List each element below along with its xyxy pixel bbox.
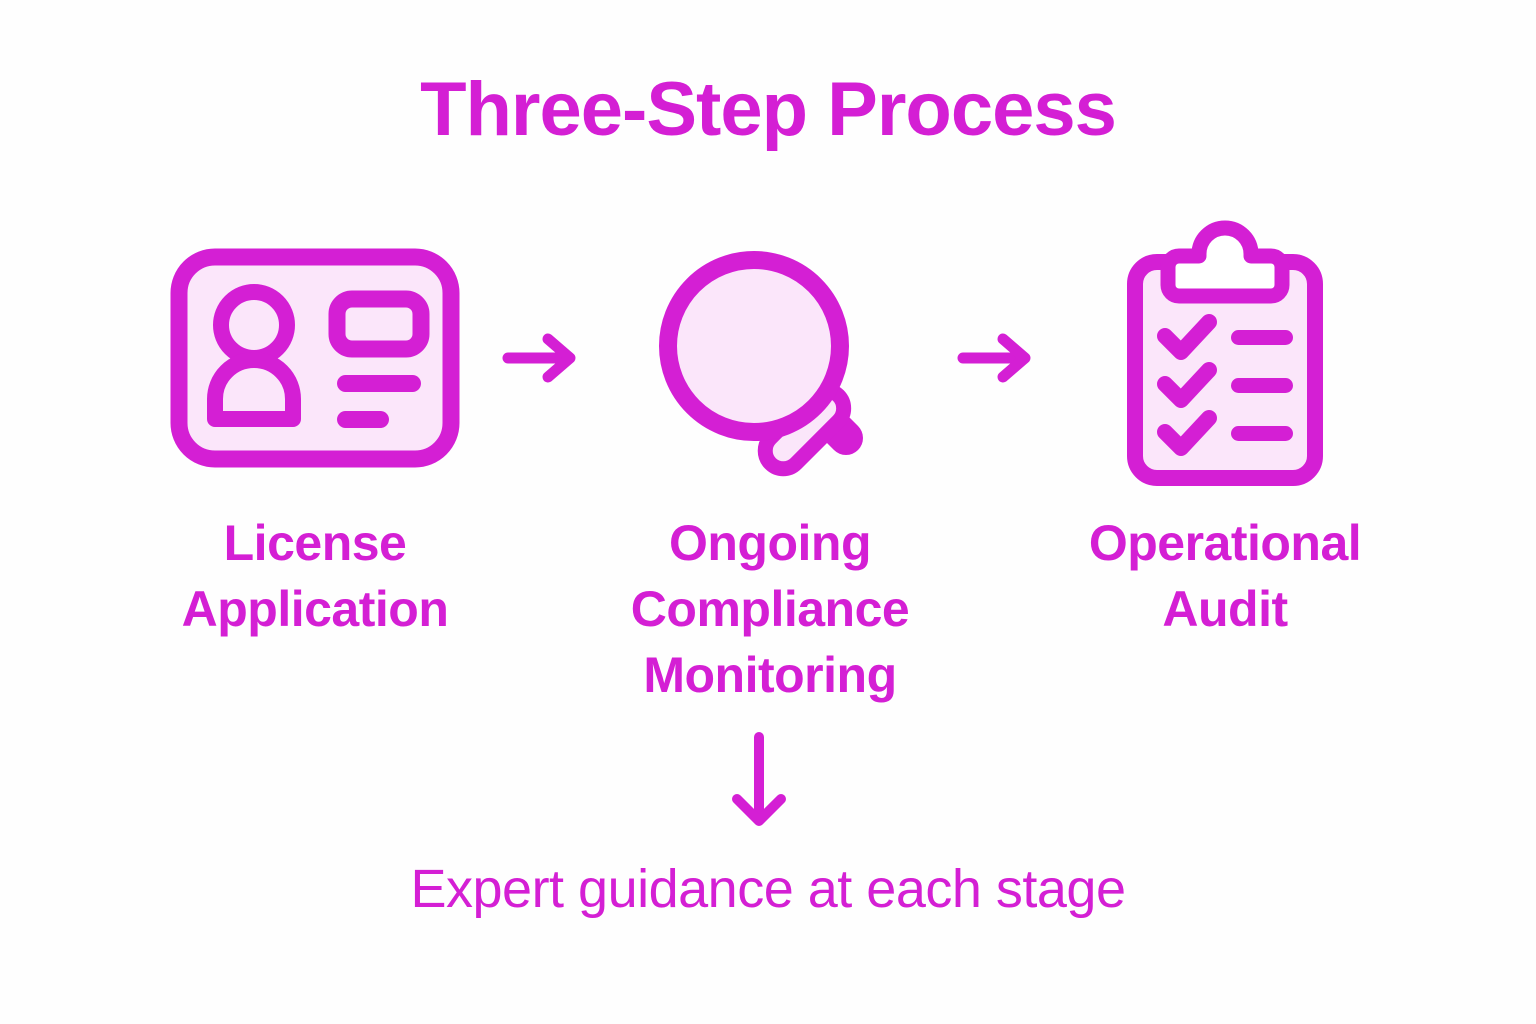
connector-3	[704, 726, 814, 836]
step-ongoing-compliance-monitoring: Ongoing Compliance Monitoring	[605, 228, 935, 708]
step-operational-audit: Operational Audit	[1060, 220, 1390, 642]
step-license-application: License Application	[150, 228, 480, 642]
step-label-license-application: License Application	[181, 515, 449, 637]
process-steps: License Application	[150, 220, 1390, 708]
arrow-right-icon	[957, 333, 1030, 383]
step-label-operational-audit: Operational Audit	[1088, 515, 1362, 637]
arrow-down-icon	[732, 731, 786, 826]
magnifying-glass-icon	[659, 251, 863, 477]
footer-caption: Expert guidance at each stage	[410, 859, 1126, 919]
page-title: Three-Step Process	[420, 67, 1117, 152]
id-card-icon-container	[165, 228, 465, 488]
clipboard-checklist-icon	[1127, 220, 1323, 486]
id-card-icon	[170, 248, 460, 468]
clipboard-checklist-icon-container	[1105, 220, 1345, 488]
connector-1	[488, 228, 598, 488]
arrow-right-icon	[502, 333, 575, 383]
connector-2	[943, 228, 1053, 488]
magnifying-glass-icon-container	[645, 228, 895, 488]
step-label-ongoing-compliance-monitoring: Ongoing Compliance Monitoring	[630, 515, 910, 703]
